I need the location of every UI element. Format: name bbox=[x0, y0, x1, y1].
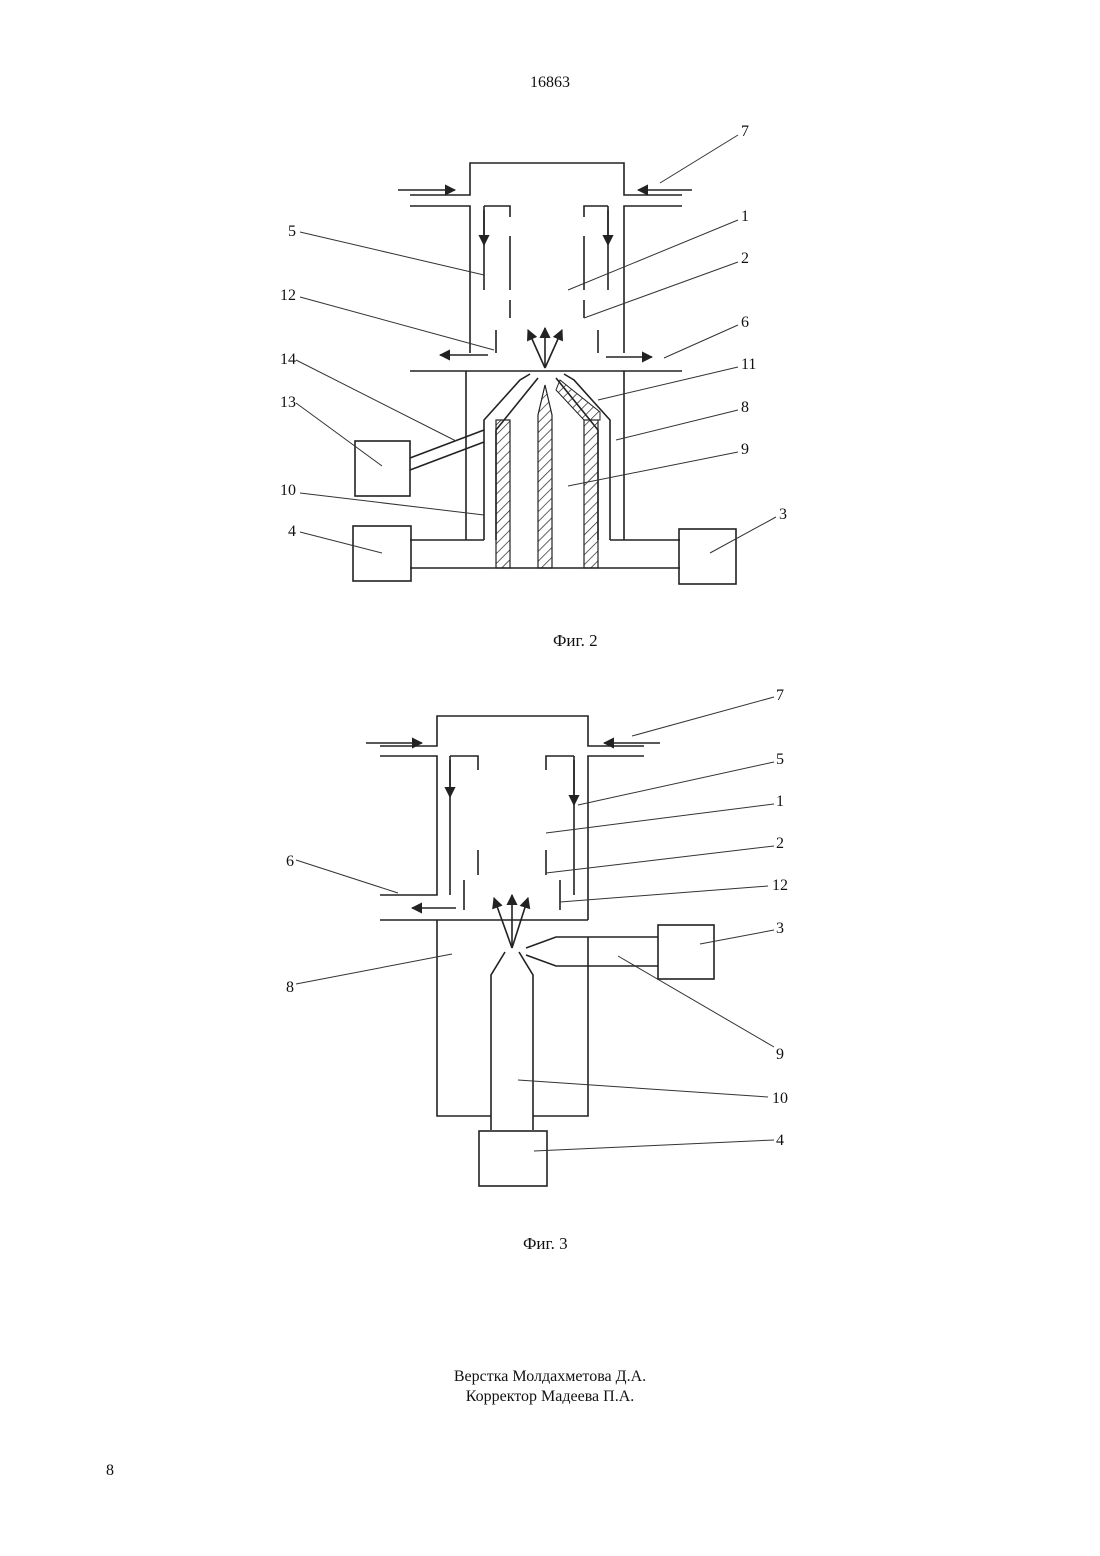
fig3-label-2: 2 bbox=[776, 835, 784, 852]
figure-2-diagram: 7 1 2 6 11 8 9 3 5 12 14 13 10 4 bbox=[260, 100, 820, 620]
fig2-label-3: 3 bbox=[779, 506, 787, 523]
fig2-label-4: 4 bbox=[288, 523, 296, 540]
layout-credit: Верстка Молдахметова Д.А. bbox=[0, 1367, 1100, 1387]
fig2-label-2: 2 bbox=[741, 250, 749, 267]
fig3-label-6: 6 bbox=[286, 853, 294, 870]
figure-3-diagram: 7 5 1 2 12 3 9 10 4 6 8 bbox=[260, 676, 820, 1236]
fig2-label-8: 8 bbox=[741, 399, 749, 416]
corrector-credit: Корректор Мадеева П.А. bbox=[0, 1387, 1100, 1407]
fig2-label-12: 12 bbox=[280, 287, 296, 304]
page-number: 8 bbox=[106, 1462, 114, 1480]
fig2-label-10: 10 bbox=[280, 482, 296, 499]
fig2-label-5: 5 bbox=[288, 223, 296, 240]
fig3-label-4: 4 bbox=[776, 1132, 784, 1149]
fig2-caption: Фиг. 2 bbox=[553, 631, 598, 651]
fig3-label-10: 10 bbox=[772, 1090, 788, 1107]
fig2-label-7: 7 bbox=[741, 123, 749, 140]
fig3-label-12: 12 bbox=[772, 877, 788, 894]
fig3-label-3: 3 bbox=[776, 920, 784, 937]
fig3-label-8: 8 bbox=[286, 979, 294, 996]
fig3-label-5: 5 bbox=[776, 751, 784, 768]
fig2-label-14: 14 bbox=[280, 351, 296, 368]
fig2-label-13: 13 bbox=[280, 394, 296, 411]
patent-number: 16863 bbox=[0, 74, 1100, 92]
fig3-label-9: 9 bbox=[776, 1046, 784, 1063]
fig2-label-11: 11 bbox=[741, 356, 756, 373]
fig3-label-1: 1 bbox=[776, 793, 784, 810]
fig3-label-7: 7 bbox=[776, 687, 784, 704]
fig3-caption: Фиг. 3 bbox=[523, 1234, 568, 1254]
fig2-label-9: 9 bbox=[741, 441, 749, 458]
credits-block: Верстка Молдахметова Д.А. Корректор Маде… bbox=[0, 1367, 1100, 1407]
fig2-label-6: 6 bbox=[741, 314, 749, 331]
fig2-label-1: 1 bbox=[741, 208, 749, 225]
